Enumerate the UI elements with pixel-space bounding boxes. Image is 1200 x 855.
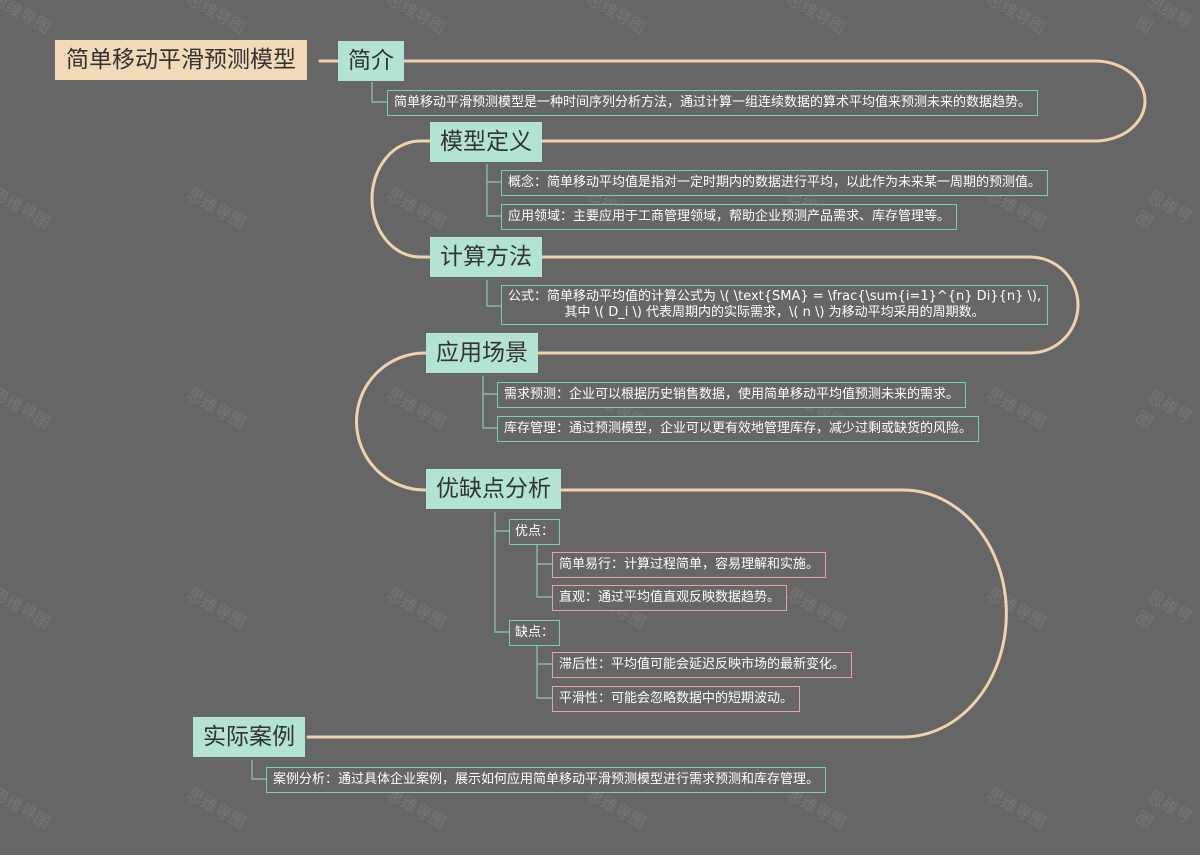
leaf-con-smooth[interactable]: 平滑性：可能会忽略数据中的短期波动。	[552, 686, 801, 712]
topic-scenarios[interactable]: 应用场景	[426, 333, 538, 373]
leaf-concept[interactable]: 概念：简单移动平均值是指对一定时期内的数据进行平均，以此作为未来某一周期的预测值…	[501, 170, 1049, 196]
branch-lines	[251, 82, 552, 780]
leaf-intro-text[interactable]: 简单移动平滑预测模型是一种时间序列分析方法，通过计算一组连续数据的算术平均值来预…	[387, 90, 1039, 116]
mind-map-canvas: 思维导图思维导图思维导图思维导图思维导图思维导图思维导图思维导图思维导图思维导图…	[0, 0, 1196, 833]
branch-case	[251, 760, 266, 780]
formula-line-1: 公式：简单移动平均值的计算公式为 \( \text{SMA} = \frac{\…	[508, 289, 1042, 304]
leaf-inventory[interactable]: 库存管理：通过预测模型，企业可以更有效地管理库存，减少过剩或缺货的风险。	[497, 416, 980, 442]
leaf-case-text[interactable]: 案例分析：通过具体企业案例，展示如何应用简单移动平滑预测模型进行需求预测和库存管…	[266, 767, 827, 793]
branch-intro	[371, 82, 387, 103]
leaf-application[interactable]: 应用领域：主要应用于工商管理领域，帮助企业预测产品需求、库存管理等。	[501, 204, 958, 230]
branch-pros	[536, 543, 552, 598]
formula-line-2: 其中 \( D_i \) 代表周期内的实际需求，\( n \) 为移动平均采用的…	[564, 305, 985, 320]
connector-lines	[251, 59, 1147, 780]
leaf-demand[interactable]: 需求预测：企业可以根据历史销售数据，使用简单移动平均值预测未来的需求。	[497, 382, 967, 408]
branch-definition	[486, 164, 501, 217]
branch-analysis	[494, 512, 509, 633]
topic-analysis[interactable]: 优缺点分析	[426, 469, 561, 509]
leaf-formula[interactable]: 公式：简单移动平均值的计算公式为 \( \text{SMA} = \frac{\…	[501, 285, 1049, 325]
leaf-pro-intuitive[interactable]: 直观：通过平均值直观反映数据趋势。	[552, 585, 788, 611]
sub-cons[interactable]: 缺点：	[509, 620, 561, 646]
root-title[interactable]: 简单移动平滑预测模型	[55, 40, 307, 80]
topic-intro[interactable]: 简介	[338, 41, 404, 81]
sub-pros[interactable]: 优点：	[509, 519, 561, 545]
topic-method[interactable]: 计算方法	[430, 237, 542, 277]
topic-definition[interactable]: 模型定义	[430, 122, 542, 162]
snake-curve	[306, 59, 1147, 739]
branch-cons	[536, 644, 552, 699]
branch-scenarios	[482, 376, 497, 429]
branch-method	[486, 280, 501, 307]
leaf-con-lag[interactable]: 滞后性：平均值可能会延迟反映市场的最新变化。	[552, 652, 853, 678]
topic-case[interactable]: 实际案例	[193, 717, 305, 757]
leaf-pro-simple[interactable]: 简单易行：计算过程简单，容易理解和实施。	[552, 552, 827, 578]
